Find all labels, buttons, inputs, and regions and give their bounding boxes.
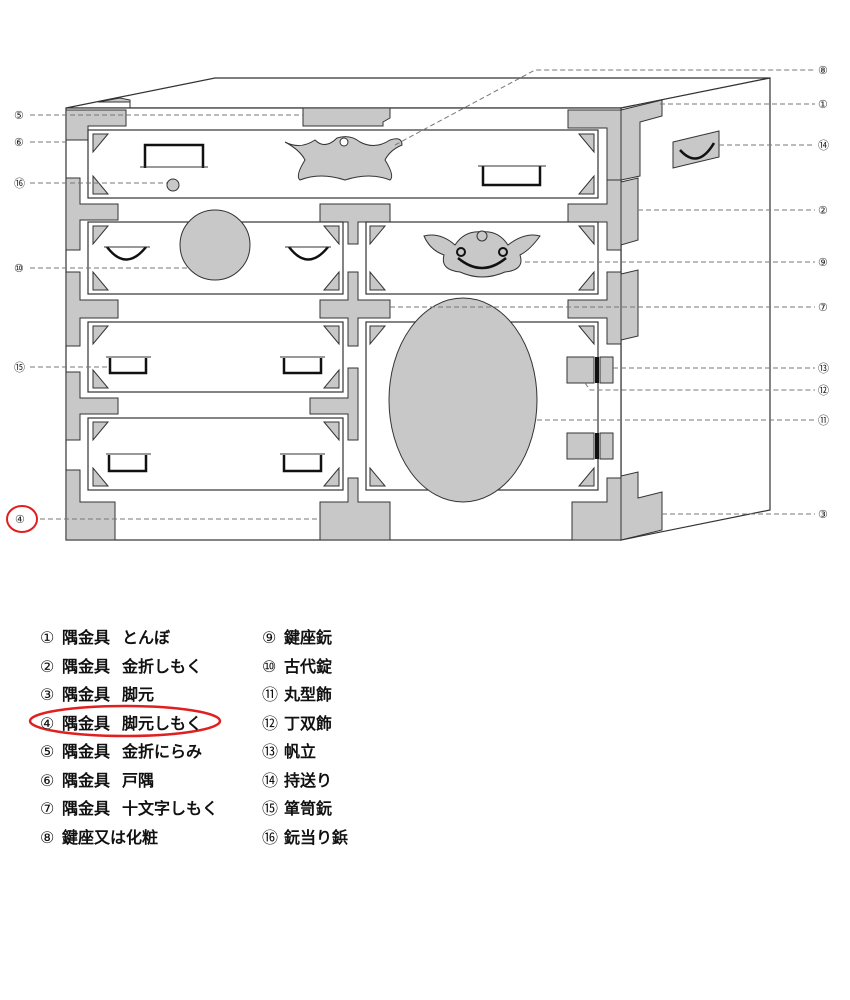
drop-handle-right (288, 246, 329, 261)
callout-8: ⑧ (818, 64, 828, 77)
round-lock-plate (179, 209, 251, 281)
bail-handle-icon (143, 143, 205, 168)
highlight-circle (6, 505, 38, 533)
key-escutcheon-plate (423, 231, 541, 278)
legend-highlight-ellipse (28, 704, 222, 738)
callout-11: ⑪ (818, 414, 829, 427)
corner-fittings (65, 97, 663, 541)
stud-rivet-icon (166, 178, 180, 192)
hardware (104, 130, 720, 503)
callout-5: ⑤ (14, 109, 24, 122)
drawer-corner-triangles (92, 133, 595, 487)
hinge-pin (595, 357, 599, 383)
callouts-right: ⑧ ① ⑭ ② ⑨ ⑦ ⑬ ⑫ ⑪ ③ (818, 64, 829, 521)
fitting-bottom-center (319, 477, 391, 541)
drawer-handle-icon (107, 455, 148, 473)
key-plate-handle (457, 257, 507, 270)
side-handle-icon (679, 142, 716, 160)
hinge-plate-upper (566, 356, 595, 384)
callout-1: ① (818, 98, 828, 111)
callout-6: ⑥ (14, 136, 24, 149)
fitting-top-left (65, 109, 127, 141)
callout-14: ⑭ (818, 139, 829, 152)
callout-16: ⑯ (14, 177, 25, 190)
fitting-right-2-side (620, 177, 639, 246)
callout-3: ③ (818, 508, 828, 521)
drop-handle-left (106, 246, 147, 261)
fitting-top-center (302, 107, 391, 127)
fitting-left-2 (65, 177, 119, 251)
leader-lines (30, 69, 815, 520)
callout-9: ⑨ (818, 256, 828, 269)
fitting-bottom-left (65, 469, 116, 541)
decorative-escutcheon (284, 136, 403, 181)
drawer-handle-icon (282, 455, 323, 473)
fitting-left-4 (65, 371, 119, 441)
fitting-top-left-top (66, 97, 131, 109)
callout-7: ⑦ (818, 301, 828, 314)
hinge-plate-lower (566, 432, 595, 460)
drawer-handle-icon (108, 358, 148, 375)
drawer-handle-icon (282, 358, 323, 375)
callout-13: ⑬ (818, 362, 829, 375)
callout-10: ⑩ (14, 262, 24, 275)
fitting-right-3 (567, 271, 622, 345)
side-carry-bracket (672, 130, 720, 169)
drawer-handle-icon (481, 166, 542, 187)
callout-4: ④ (15, 513, 25, 526)
callout-12: ⑫ (818, 384, 829, 397)
fitting-left-3 (65, 271, 119, 347)
callout-2: ② (818, 204, 828, 217)
fitting-center-4 (309, 367, 359, 441)
callouts-left: ⑤ ⑥ ⑯ ⑩ ⑮ ④ (6, 109, 38, 533)
fitting-center-cross (319, 271, 391, 347)
fitting-right-3-side (620, 269, 639, 341)
round-ornament (388, 297, 538, 503)
fitting-bottom-right-side (620, 471, 663, 541)
callout-15: ⑮ (14, 361, 25, 374)
